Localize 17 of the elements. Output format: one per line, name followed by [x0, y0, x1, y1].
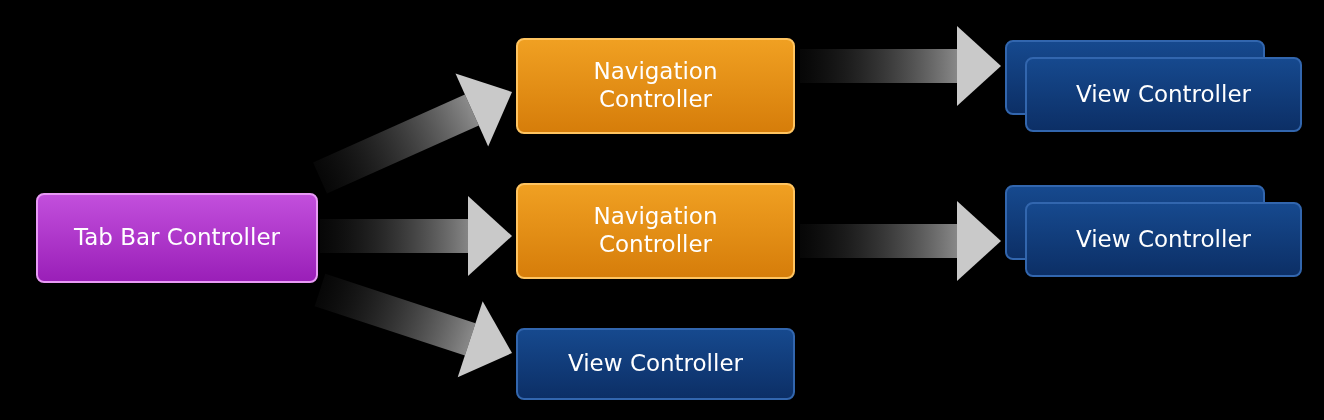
box-label: Navigation Controller [592, 58, 719, 114]
controller-box [36, 193, 318, 283]
arrow [313, 73, 512, 194]
arrow [800, 201, 1001, 281]
arrow [320, 196, 512, 276]
box-label: View Controller [1076, 80, 1251, 109]
controller-box [1025, 202, 1302, 277]
arrow [800, 26, 1001, 106]
controller-box [1025, 57, 1302, 132]
controller-box [516, 183, 795, 279]
box-label: Tab Bar Controller [74, 224, 280, 252]
controller-box [516, 38, 795, 134]
arrow [314, 273, 512, 378]
box-label: View Controller [568, 350, 743, 378]
controller-box [516, 328, 795, 400]
box-label: View Controller [1076, 225, 1251, 254]
box-label: Navigation Controller [592, 203, 719, 259]
